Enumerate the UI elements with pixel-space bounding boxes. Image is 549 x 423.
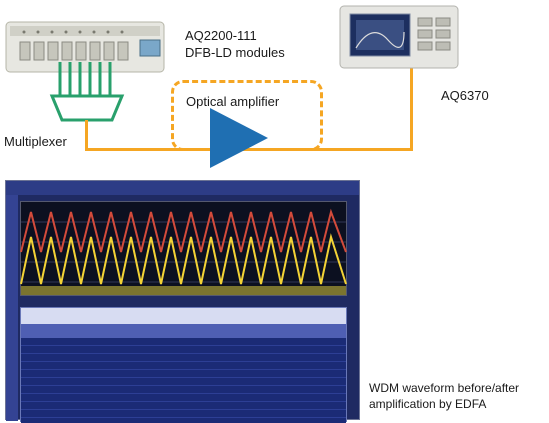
yellow-trace bbox=[20, 233, 347, 285]
screen-side-bar bbox=[6, 195, 18, 421]
table-header bbox=[21, 308, 346, 324]
multiplexer-icon bbox=[49, 62, 125, 122]
wdm-waveform-screen bbox=[5, 180, 360, 423]
wdm-result-table bbox=[20, 307, 347, 423]
table-subheader bbox=[21, 324, 346, 338]
source-modules-label: AQ2200-111 DFB-LD modules bbox=[185, 28, 285, 60]
optical-amplifier-frame bbox=[171, 80, 323, 151]
optical-amplifier-label: Optical amplifier bbox=[186, 94, 280, 109]
fiber-left-vertical bbox=[85, 120, 88, 150]
red-trace bbox=[20, 208, 347, 253]
wdm-spectrum-svg bbox=[20, 208, 347, 295]
wdm-caption: WDM waveform before/after amplification … bbox=[369, 381, 520, 411]
dfb-ld-modules-icon bbox=[5, 21, 165, 73]
multiplexer-label: Multiplexer bbox=[4, 134, 67, 149]
fiber-right-vertical bbox=[410, 62, 413, 151]
optical-amplifier-icon bbox=[210, 108, 268, 168]
aq6370-label: AQ6370 bbox=[441, 88, 489, 103]
table-body bbox=[21, 338, 346, 423]
wdm-spectrum-plot bbox=[20, 201, 347, 296]
aq6370-analyzer-icon bbox=[339, 5, 459, 69]
screen-top-bar bbox=[6, 181, 359, 195]
dfb-ld-modules-unit bbox=[0, 12, 170, 82]
